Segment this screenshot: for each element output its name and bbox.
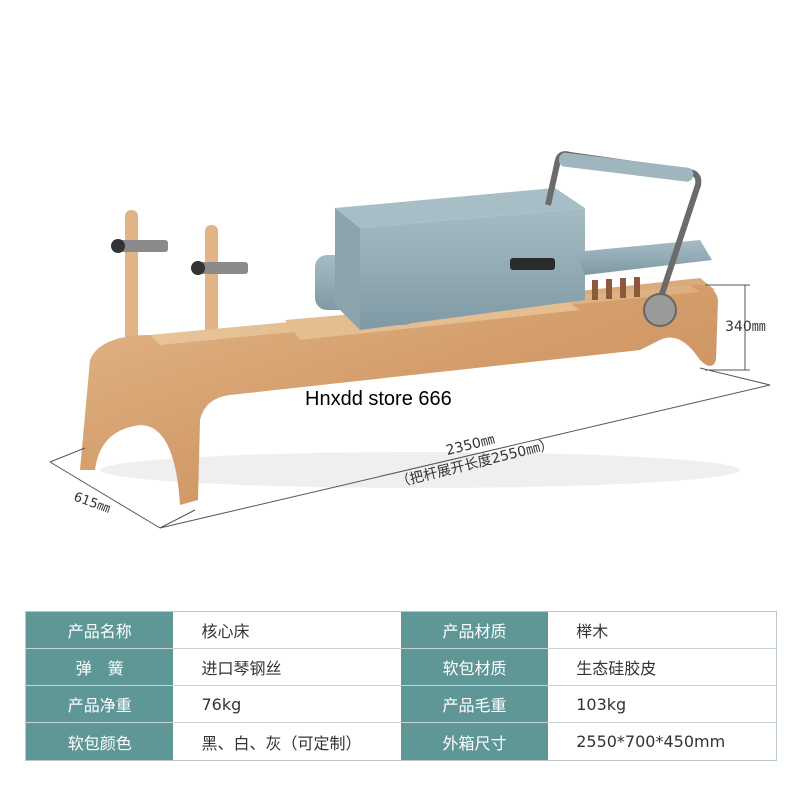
springs <box>592 277 640 300</box>
floor-shadow <box>100 452 740 488</box>
sitting-box-top <box>335 188 585 228</box>
spec-label: 产品净重 <box>26 686 174 723</box>
spec-value: 76kg <box>173 686 401 723</box>
spec-value: 榉木 <box>548 612 776 649</box>
dim-width-lines <box>49 447 196 529</box>
head-pad <box>575 240 712 275</box>
sitting-box-front <box>360 208 585 330</box>
pole-clamp-1 <box>111 239 168 253</box>
spec-label: 弹 簧 <box>26 649 174 686</box>
left-pole-1 <box>125 210 138 350</box>
spec-label: 产品名称 <box>26 612 174 649</box>
spec-value: 核心床 <box>173 612 401 649</box>
dim-length-lines <box>159 367 771 529</box>
pivot-gear <box>643 293 677 327</box>
spec-table: 产品名称 核心床 产品材质 榉木 弹 簧 进口琴钢丝 软包材质 生态硅胶皮 产品… <box>25 611 777 761</box>
table-row: 产品净重 76kg 产品毛重 103kg <box>26 686 776 723</box>
pilates-reformer-illustration <box>49 151 771 529</box>
spec-label: 产品毛重 <box>400 686 549 723</box>
spec-value: 生态硅胶皮 <box>548 649 776 686</box>
store-watermark: Hnxdd store 666 <box>305 388 452 410</box>
dim-height-lines <box>705 284 750 371</box>
spec-label: 软包材质 <box>400 649 549 686</box>
spec-label: 外箱尺寸 <box>400 723 549 760</box>
box-handle <box>510 258 555 270</box>
frame-body <box>80 284 718 505</box>
spec-label: 软包颜色 <box>26 723 174 760</box>
dimension-height-label: 340㎜ <box>725 319 766 335</box>
spec-value: 进口琴钢丝 <box>173 649 401 686</box>
spec-value: 2550*700*450mm <box>548 723 776 760</box>
spec-label: 产品材质 <box>400 612 549 649</box>
table-row: 弹 簧 进口琴钢丝 软包材质 生态硅胶皮 <box>26 649 776 686</box>
spec-value: 黑、白、灰（可定制） <box>173 723 401 760</box>
table-row: 软包颜色 黑、白、灰（可定制） 外箱尺寸 2550*700*450mm <box>26 723 776 760</box>
sitting-box-side <box>335 208 360 330</box>
table-row: 产品名称 核心床 产品材质 榉木 <box>26 612 776 649</box>
spec-value: 103kg <box>548 686 776 723</box>
pole-clamp-2 <box>191 261 248 275</box>
push-bar-grip <box>558 152 694 182</box>
